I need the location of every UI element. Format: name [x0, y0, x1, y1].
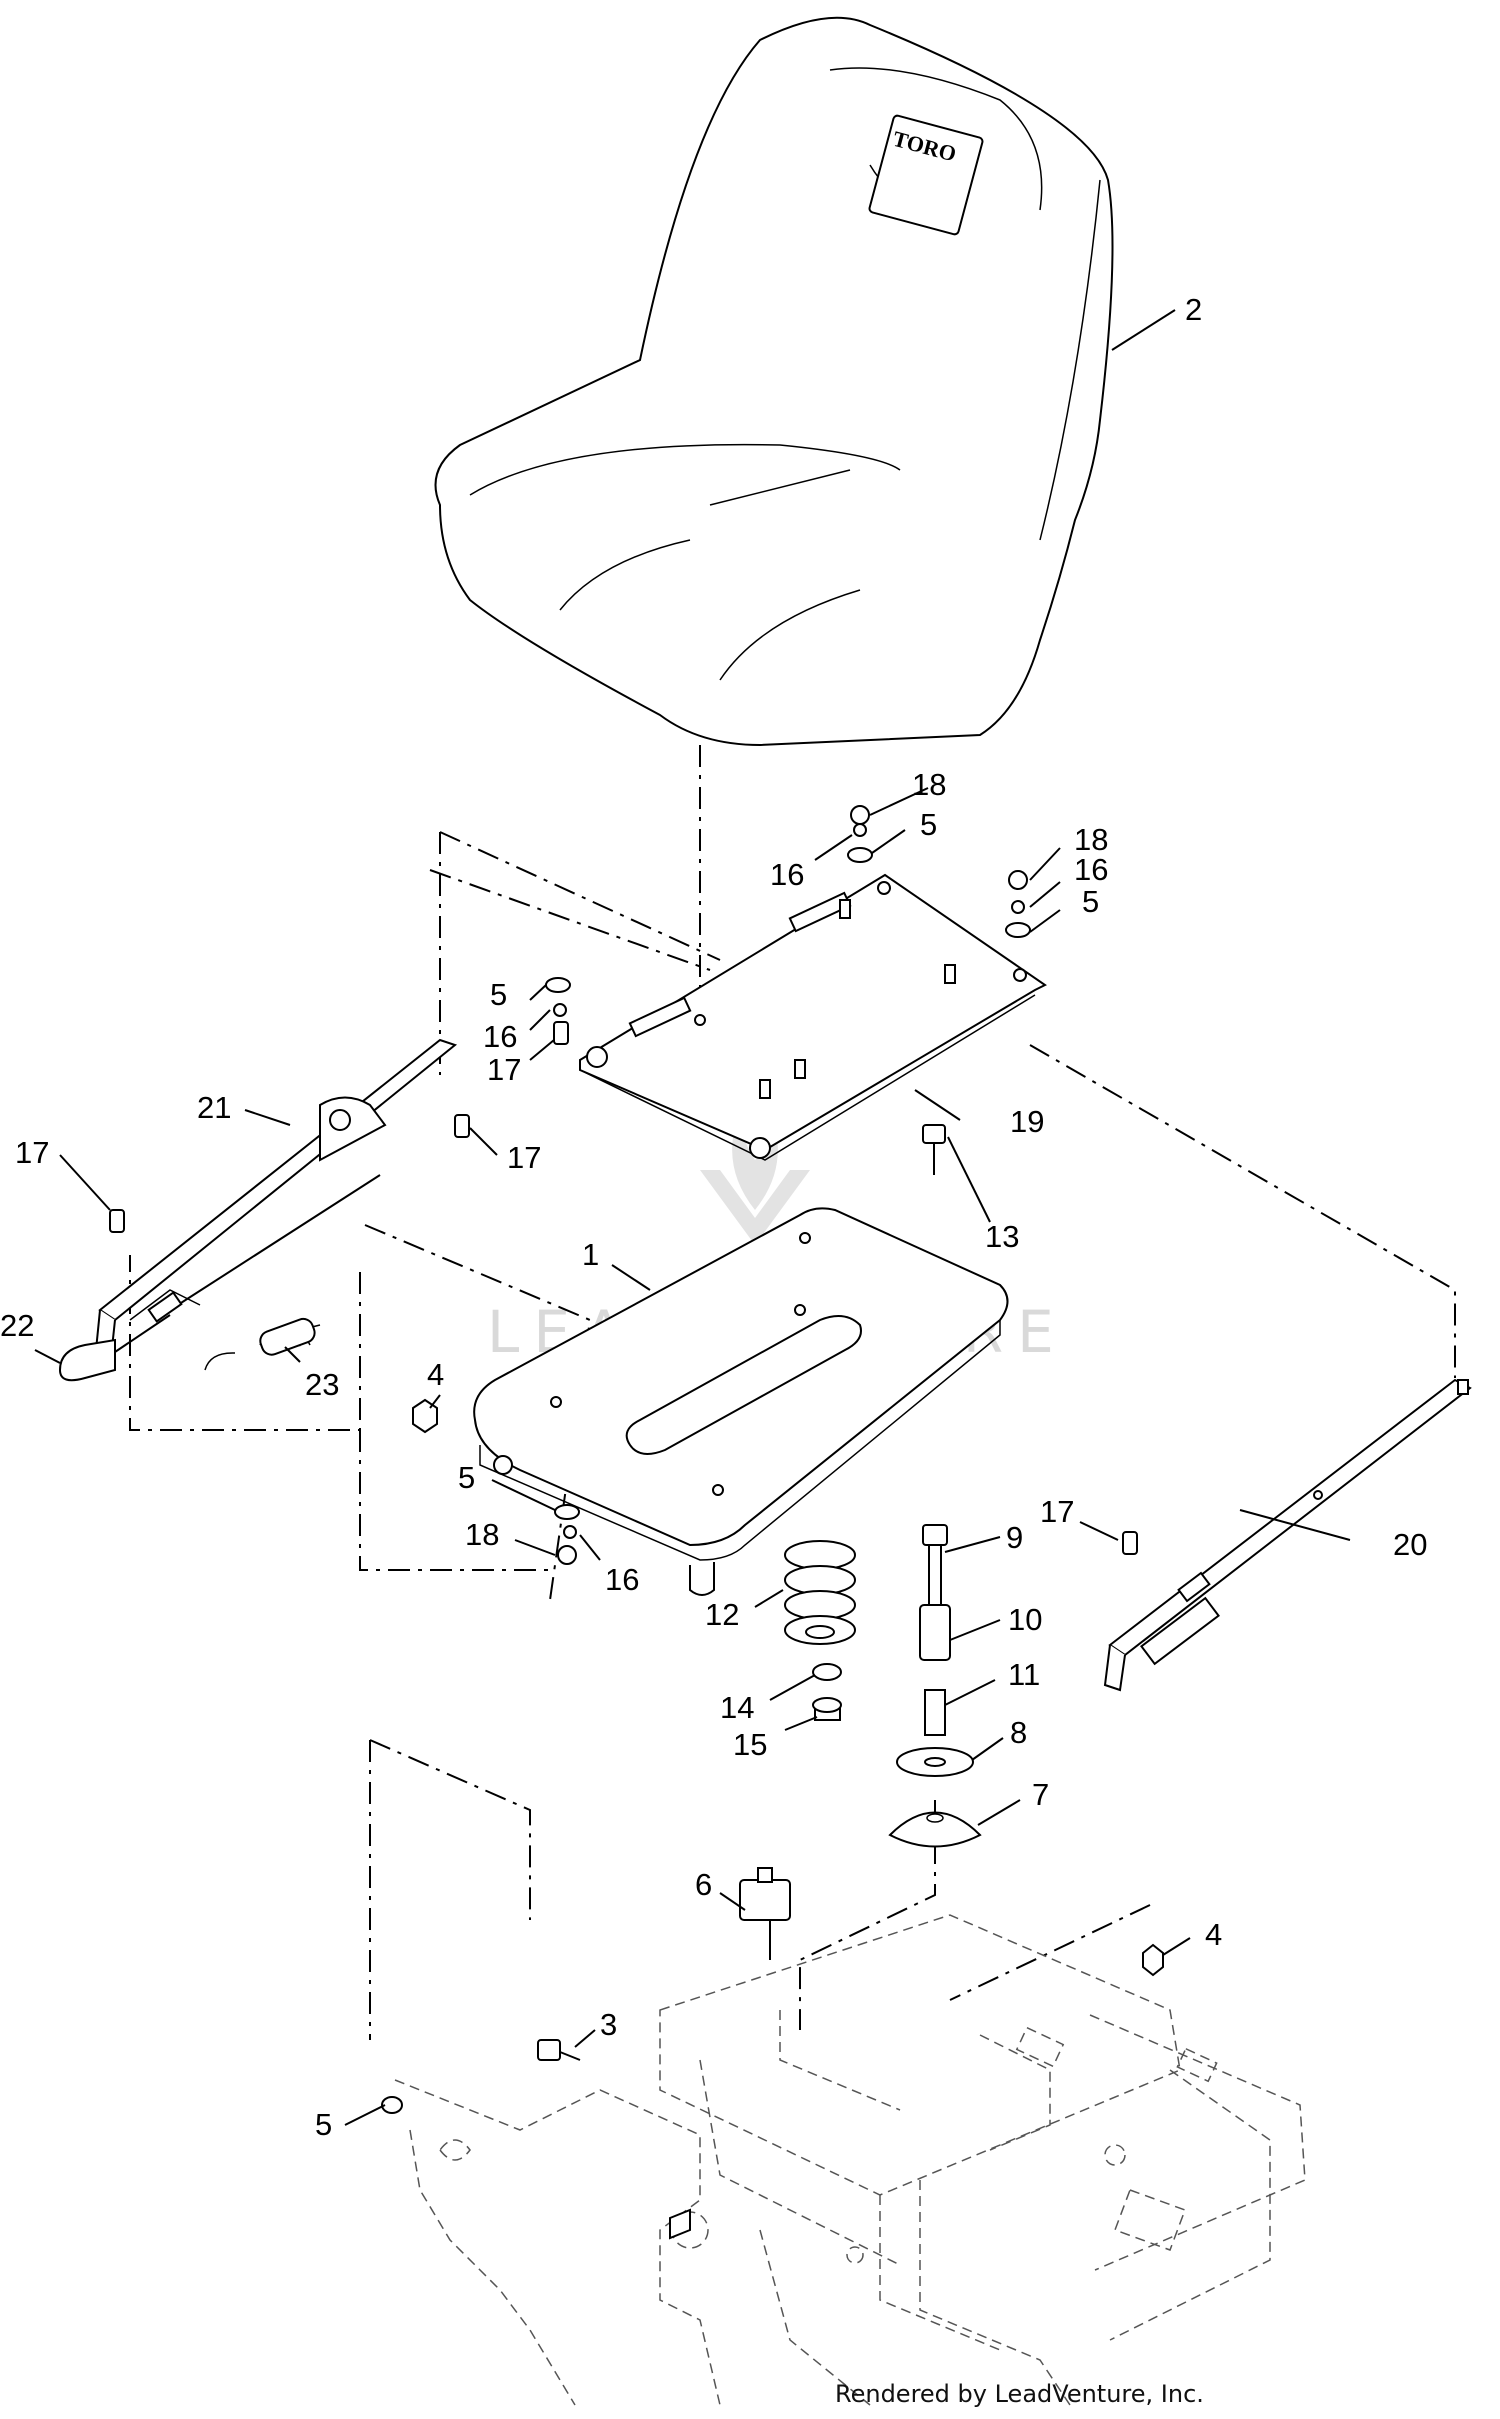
callout-7: 7 — [1032, 1777, 1049, 1812]
callout-13: 13 — [985, 1219, 1019, 1254]
callout-3: 3 — [600, 2007, 617, 2042]
callout-16: 16 — [770, 857, 804, 892]
hardware — [58, 805, 1164, 2114]
frame-phantom — [394, 1914, 1306, 2406]
callout-18: 18 — [1074, 822, 1108, 857]
callout-9: 9 — [1006, 1520, 1023, 1555]
callout-4: 4 — [1205, 1917, 1222, 1952]
callout-6: 6 — [695, 1867, 712, 1902]
callout-16: 16 — [1074, 852, 1108, 887]
callout-2: 2 — [1185, 292, 1202, 327]
callout-16: 16 — [483, 1019, 517, 1054]
upper-seat-plate — [579, 873, 1047, 1161]
callout-21: 21 — [197, 1090, 231, 1125]
callout-17: 17 — [507, 1140, 541, 1175]
callout-16: 16 — [605, 1562, 639, 1597]
seat-rail-left — [93, 1038, 458, 1369]
leader-lines — [34, 309, 1351, 2126]
callout-17: 17 — [1040, 1494, 1074, 1529]
coil-spring — [784, 1540, 856, 1645]
callout-12: 12 — [705, 1597, 739, 1632]
callout-5: 5 — [920, 807, 937, 842]
toro-logo: TORO — [868, 114, 984, 236]
footer-credit: Rendered by LeadVenture, Inc. — [835, 2380, 1204, 2408]
callout-20: 20 — [1393, 1527, 1427, 1562]
callout-5: 5 — [315, 2107, 332, 2142]
callout-23: 23 — [305, 1367, 339, 1402]
callout-22: 22 — [0, 1308, 34, 1343]
callout-5: 5 — [490, 977, 507, 1012]
callout-1: 1 — [582, 1237, 599, 1272]
callout-17: 17 — [15, 1135, 49, 1170]
callout-17: 17 — [487, 1052, 521, 1087]
callout-5: 5 — [458, 1460, 475, 1495]
callout-4: 4 — [427, 1357, 444, 1392]
callout-18: 18 — [912, 767, 946, 802]
callout-15: 15 — [733, 1727, 767, 1762]
seat-rail-right — [1103, 1378, 1472, 1692]
seat: TORO — [434, 16, 1114, 747]
callout-14: 14 — [720, 1690, 754, 1725]
callout-18: 18 — [465, 1517, 499, 1552]
callouts: 2 18 5 16 18 16 5 5 16 17 21 17 17 19 13… — [0, 292, 1427, 2142]
callout-8: 8 — [1010, 1715, 1027, 1750]
callout-5: 5 — [1082, 884, 1099, 919]
seat-pan — [473, 1207, 1009, 1596]
callout-19: 19 — [1010, 1104, 1044, 1139]
callout-11: 11 — [1008, 1657, 1040, 1692]
callout-10: 10 — [1008, 1602, 1042, 1637]
